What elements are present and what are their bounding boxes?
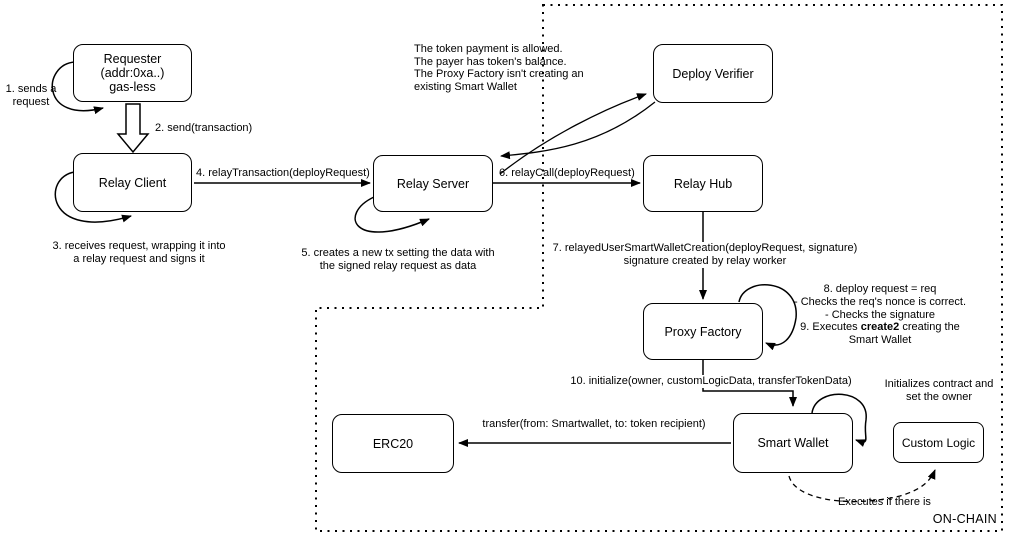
label-step6: 6. relayCall(deployRequest) [499, 167, 635, 179]
label-step4: 4. relayTransaction(deployRequest) [196, 167, 370, 179]
node-relay-client: Relay Client [73, 153, 192, 212]
label-create2-bold: create2 [860, 321, 900, 334]
node-relay-server: Relay Server [373, 155, 493, 212]
label-init-note: Initializes contract and set the owner [884, 378, 994, 403]
node-requester: Requester (addr:0xa..) gas-less [73, 44, 192, 102]
node-custom-logic: Custom Logic [893, 422, 984, 463]
executes-custom-logic-dashed-arrow [788, 469, 936, 503]
node-relay-hub: Relay Hub [643, 155, 763, 212]
label-step8-9-post: creating the Smart Wallet [848, 321, 960, 347]
send-transaction-block-arrow [116, 103, 150, 154]
label-transfer: transfer(from: Smartwallet, to: token re… [482, 418, 706, 430]
relay-client-self-loop-arrow [54, 171, 132, 223]
onchain-dotted-border [315, 4, 1003, 532]
node-proxy-factory: Proxy Factory [643, 303, 763, 360]
label-step8-9: 8. deploy request = req - Checks the req… [765, 283, 995, 347]
label-step10: 10. initialize(owner, customLogicData, t… [565, 375, 857, 388]
label-step3: 3. receives request, wrapping it into a … [52, 240, 226, 265]
label-step7: 7. relayedUserSmartWalletCreation(deploy… [545, 242, 865, 268]
node-erc20: ERC20 [332, 414, 454, 473]
node-deploy-verifier: Deploy Verifier [653, 44, 773, 103]
label-step5: 5. creates a new tx setting the data wit… [301, 247, 495, 272]
label-executes: Executes if there is [838, 496, 931, 508]
label-step2: 2. send(transaction) [155, 122, 253, 134]
server-to-verifier-arrow [499, 93, 647, 175]
label-verifier-note: The token payment is allowed. The payer … [414, 43, 584, 93]
label-onchain: ON-CHAIN [932, 512, 997, 526]
relay-server-self-loop-arrow [354, 196, 430, 233]
proxy-factory-self-loop-arrow [738, 284, 797, 351]
verifier-to-server-arrow [500, 101, 656, 160]
label-step1: 1. sends a request [5, 83, 57, 108]
requester-self-loop-arrow [51, 61, 104, 115]
label-step8-9-pre: 8. deploy request = req - Checks the req… [793, 283, 967, 334]
smart-wallet-self-loop-arrow [811, 393, 867, 447]
node-smart-wallet: Smart Wallet [733, 413, 853, 473]
